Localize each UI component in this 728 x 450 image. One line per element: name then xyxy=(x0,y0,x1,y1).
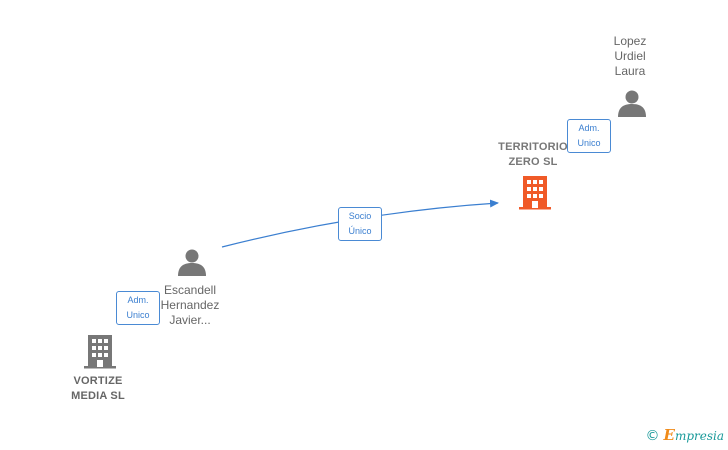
edge-badge-adm-unico-lopez[interactable]: Adm. Unico xyxy=(567,119,611,153)
brand-watermark: ©Empresia xyxy=(646,426,725,444)
person-icon[interactable] xyxy=(178,249,206,277)
edge-badge-socio-unico[interactable]: Socio Único xyxy=(338,207,382,241)
brand-initial: E xyxy=(663,426,675,444)
person-label-escandell[interactable]: Escandell Hernandez Javier... xyxy=(160,283,220,327)
building-icon[interactable] xyxy=(519,176,551,210)
company-label-territorio[interactable]: TERRITORIO ZERO SL xyxy=(498,141,568,168)
brand-name: mpresia xyxy=(674,429,724,443)
person-label-lopez[interactable]: Lopez Urdiel Laura xyxy=(613,34,647,78)
copyright-icon: © xyxy=(645,428,660,444)
edge-badge-adm-unico-escandell[interactable]: Adm. Unico xyxy=(116,291,160,325)
company-label-vortize[interactable]: VORTIZE MEDIA SL xyxy=(71,375,125,402)
building-icon[interactable] xyxy=(84,335,116,369)
person-icon[interactable] xyxy=(618,90,646,118)
